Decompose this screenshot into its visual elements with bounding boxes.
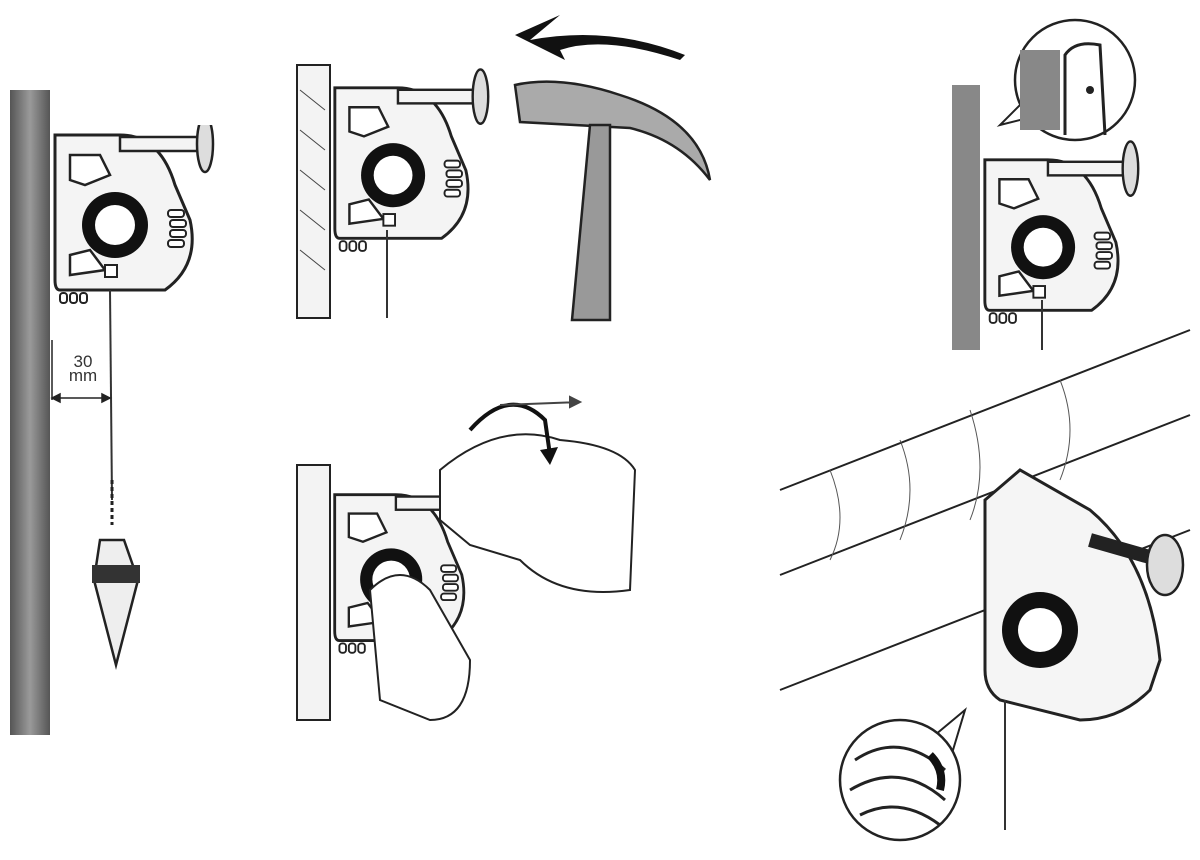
hand-icon — [368, 574, 472, 722]
detail-callout-icon — [838, 707, 967, 842]
hammer-icon — [513, 80, 712, 322]
panel-wall-mount-with-plumb — [10, 90, 215, 735]
wall — [10, 90, 50, 735]
panel-wall-mount-detail — [952, 18, 1140, 350]
wood-wall — [296, 64, 331, 319]
line-reel-icon — [983, 140, 1140, 325]
plumb-bob-icon — [92, 480, 140, 670]
panel-beam-mount — [779, 329, 1191, 842]
detail-callout-icon — [996, 18, 1137, 142]
dimension-arrow — [50, 340, 112, 404]
dimension-label: 30 mm — [58, 352, 108, 385]
curved-arrow-icon — [515, 15, 685, 60]
dimension-value: 30 — [73, 352, 93, 371]
line-reel-icon — [53, 125, 215, 305]
wood-wall — [296, 464, 331, 721]
panel-hand-rotate — [296, 395, 637, 722]
line-reel-icon — [983, 468, 1162, 722]
chalk-line — [109, 289, 113, 501]
dimension-unit: mm — [68, 366, 98, 385]
hand-icon — [439, 433, 637, 593]
line-reel-icon — [333, 68, 490, 253]
wall — [952, 85, 980, 350]
panel-hammer-mount — [296, 15, 712, 322]
